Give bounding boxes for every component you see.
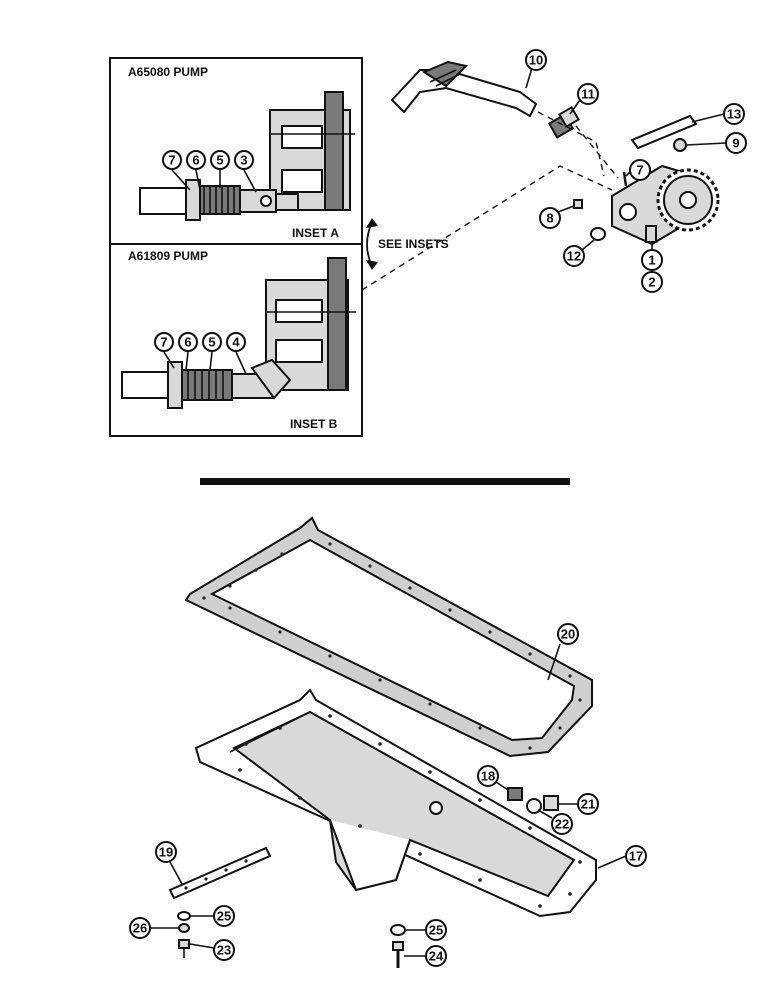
drain-plug — [507, 787, 523, 801]
pan-callout-26: 26 — [129, 917, 178, 939]
svg-text:25: 25 — [217, 909, 231, 924]
pump-callout-12: 12 — [563, 239, 595, 267]
svg-text:7: 7 — [168, 153, 175, 168]
pan-callout-20: 20 — [547, 623, 579, 681]
pump-callout-2: 2 — [641, 270, 663, 293]
svg-text:26: 26 — [133, 921, 147, 936]
o-ring — [590, 227, 606, 241]
pan-callout-19: 19 — [155, 841, 183, 885]
oil-pump-assembly: 10 11 13 7 9 8 12 1 — [361, 49, 747, 293]
svg-text:2: 2 — [648, 275, 655, 290]
pan-callout-17: 17 — [597, 845, 647, 869]
cover-plate — [630, 114, 698, 150]
drain-plug-nut — [543, 795, 559, 811]
inset-a-title: A65080 PUMP — [128, 65, 208, 79]
see-insets-note: SEE INSETS — [366, 218, 449, 270]
nut — [673, 138, 687, 152]
pan-callout-21: 21 — [558, 793, 599, 815]
pump-gear — [656, 168, 720, 232]
svg-text:1: 1 — [648, 253, 655, 268]
oil-pan-assembly: 20 18 21 22 17 19 25 26 — [129, 516, 647, 968]
inset-a-callout-6: 6 — [186, 150, 206, 191]
inset-a-pump-body — [269, 91, 355, 211]
pump-callout-11: 11 — [569, 83, 599, 115]
left-hardware — [177, 911, 191, 958]
svg-text:10: 10 — [529, 53, 543, 68]
section-divider — [200, 478, 570, 485]
pump-pin — [622, 171, 628, 187]
inset-a-callout-7: 7 — [162, 150, 191, 191]
inset-b-callout-7: 7 — [154, 332, 175, 369]
svg-text:21: 21 — [581, 797, 595, 812]
pan-callout-22: 22 — [537, 809, 573, 835]
inset-panels — [109, 57, 363, 437]
pump-callout-13: 13 — [691, 103, 745, 125]
pickup-tube — [390, 60, 538, 118]
svg-text:5: 5 — [208, 335, 215, 350]
inset-b-relief-valve — [121, 358, 292, 409]
mounting-strip — [168, 846, 272, 900]
pan-callout-25-right: 25 — [406, 919, 447, 941]
inset-b: A61809 PUMP INSET B 7 6 5 — [121, 249, 356, 431]
inset-b-callout-4: 4 — [226, 332, 247, 375]
svg-text:9: 9 — [732, 136, 739, 151]
svg-text:5: 5 — [216, 153, 223, 168]
drain-washer — [526, 798, 542, 814]
svg-text:22: 22 — [555, 817, 569, 832]
svg-text:18: 18 — [481, 769, 495, 784]
inset-a-callout-5: 5 — [210, 150, 230, 188]
svg-text:25: 25 — [429, 923, 443, 938]
svg-text:20: 20 — [561, 627, 575, 642]
svg-text:12: 12 — [567, 249, 581, 264]
pump-callout-9: 9 — [685, 132, 747, 154]
svg-text:24: 24 — [429, 949, 444, 964]
pump-callout-7: 7 — [625, 159, 651, 181]
fitting — [547, 106, 580, 139]
svg-text:8: 8 — [546, 211, 553, 226]
pump-small-part — [573, 199, 583, 209]
inset-b-label: INSET B — [290, 417, 338, 431]
inset-b-callout-6: 6 — [178, 332, 198, 371]
pan-callout-23: 23 — [189, 939, 235, 961]
pump-callout-8: 8 — [539, 205, 575, 229]
right-hardware — [390, 924, 406, 968]
svg-text:17: 17 — [629, 849, 643, 864]
pan-callout-25-left: 25 — [190, 905, 235, 927]
see-insets-label: SEE INSETS — [378, 237, 449, 251]
inset-a-callout-3: 3 — [234, 150, 257, 193]
svg-text:6: 6 — [192, 153, 199, 168]
pump-callout-10: 10 — [525, 49, 547, 89]
pan-gasket — [184, 516, 593, 758]
inset-a-label: INSET A — [292, 226, 339, 240]
svg-text:13: 13 — [727, 107, 741, 122]
oil-pan — [194, 688, 597, 918]
svg-text:6: 6 — [184, 335, 191, 350]
svg-text:3: 3 — [240, 153, 247, 168]
pan-callout-24: 24 — [404, 945, 447, 967]
inset-b-title: A61809 PUMP — [128, 249, 208, 263]
svg-text:7: 7 — [160, 335, 167, 350]
inset-a: A65080 PUMP INSET A 7 6 — [128, 65, 355, 240]
svg-text:11: 11 — [581, 87, 595, 102]
svg-text:4: 4 — [232, 335, 240, 350]
pump-callout-1: 1 — [641, 242, 663, 271]
svg-text:23: 23 — [217, 943, 231, 958]
svg-text:19: 19 — [159, 845, 173, 860]
inset-b-callout-5: 5 — [202, 332, 222, 371]
svg-text:7: 7 — [636, 163, 643, 178]
pan-callout-18: 18 — [477, 765, 509, 791]
